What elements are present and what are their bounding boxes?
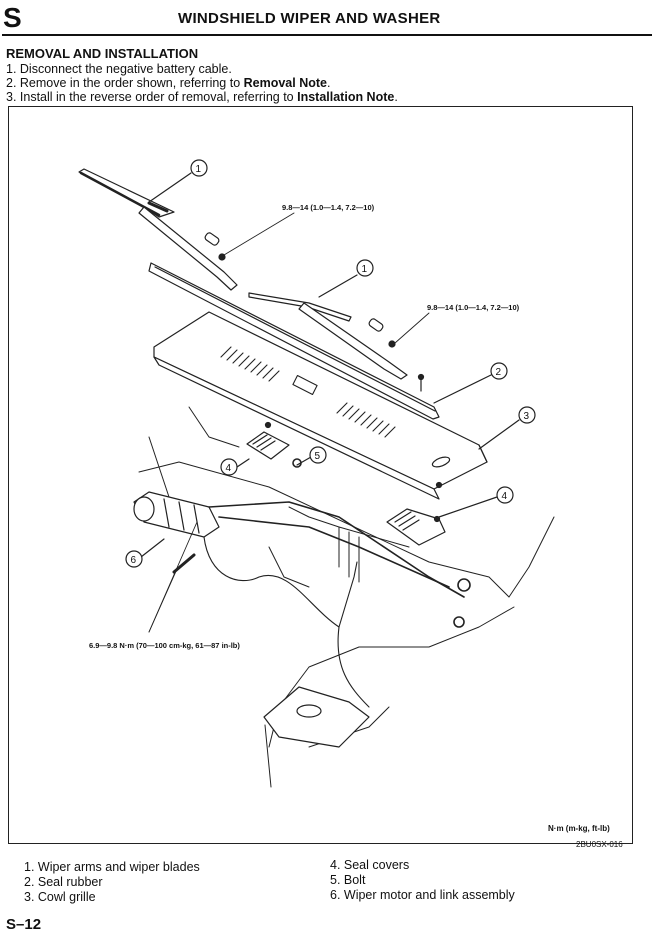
- part-1: 1. Wiper arms and wiper blades: [24, 860, 200, 874]
- callout-1-middle-label: 1: [362, 264, 368, 275]
- callout-1-upper-label: 1: [196, 164, 202, 175]
- page-title: WINDSHIELD WIPER AND WASHER: [178, 10, 441, 27]
- procedure-step-3: 3. Install in the reverse order of remov…: [6, 90, 398, 104]
- callout-4-left-label: 4: [226, 463, 232, 474]
- callout-5-label: 5: [315, 451, 321, 462]
- torque-label-middle: 9.8—14 (1.0—1.4, 7.2—10): [427, 303, 520, 312]
- seal-cover-left: [246, 421, 290, 460]
- step-2-text: 2. Remove in the order shown, referring …: [6, 76, 244, 90]
- callout-1-middle: 1: [318, 259, 374, 298]
- callout-1-upper: 1: [148, 159, 208, 203]
- callout-6: 6: [125, 538, 165, 568]
- step-3-text: 3. Install in the reverse order of remov…: [6, 90, 298, 104]
- page-number: S–12: [6, 916, 42, 933]
- wiper-arm-right: [248, 292, 408, 380]
- wiper-motor: [133, 491, 220, 574]
- figure-code: 2BU0SX-016: [576, 840, 623, 849]
- part-5: 5. Bolt: [330, 873, 366, 887]
- part-3: 3. Cowl grille: [24, 890, 96, 904]
- callout-5: 5: [296, 446, 327, 466]
- step-3-suffix: .: [394, 90, 398, 104]
- section-heading: REMOVAL AND INSTALLATION: [6, 46, 199, 61]
- washer-hose: [203, 536, 370, 708]
- callout-2: 2: [433, 362, 508, 404]
- callout-6-label: 6: [131, 555, 137, 566]
- washer-tank: [263, 686, 370, 748]
- part-2: 2. Seal rubber: [24, 875, 103, 889]
- step-2-suffix: .: [326, 76, 331, 90]
- figure-frame: [8, 106, 633, 844]
- wiper-linkage: [208, 458, 471, 628]
- callout-3-label: 3: [524, 411, 530, 422]
- step-1-text: 1. Disconnect the negative battery cable…: [6, 62, 232, 76]
- part-6: 6. Wiper motor and link assembly: [330, 888, 515, 902]
- removal-note-reference: Removal Note: [243, 76, 327, 90]
- callout-3: 3: [478, 406, 536, 450]
- torque-label-motor: 6.9—9.8 N·m (70—100 cm-kg, 61—87 in-lb): [89, 641, 240, 650]
- cowl-grille: [153, 311, 488, 500]
- installation-note-reference: Installation Note: [297, 90, 395, 104]
- exploded-view-illustration: 1 1 2 3 4 4 5 6 9.8—1: [78, 159, 555, 788]
- wiper-arm-left: [78, 168, 238, 291]
- part-4: 4. Seal covers: [330, 858, 410, 872]
- callout-4-right-label: 4: [502, 491, 508, 502]
- header-rule: [2, 34, 652, 36]
- seal-cover-right: [386, 508, 446, 546]
- seal-rubber: [148, 262, 440, 420]
- procedure-step-1: 1. Disconnect the negative battery cable…: [6, 62, 232, 76]
- callout-4-left: 4: [220, 458, 250, 476]
- torque-label-upper: 9.8—14 (1.0—1.4, 7.2—10): [282, 203, 375, 212]
- callout-4-right: 4: [438, 486, 514, 518]
- section-letter: S: [3, 2, 22, 33]
- parts-list-left: 1. Wiper arms and wiper blades 2. Seal r…: [24, 860, 200, 905]
- torque-leaders: [148, 212, 430, 633]
- units-note: N·m (m-kg, ft-lb): [548, 824, 610, 833]
- callout-2-label: 2: [496, 367, 502, 378]
- parts-list-right: 4. Seal covers 5. Bolt 6. Wiper motor an…: [330, 858, 515, 903]
- procedure-step-2: 2. Remove in the order shown, referring …: [6, 76, 330, 90]
